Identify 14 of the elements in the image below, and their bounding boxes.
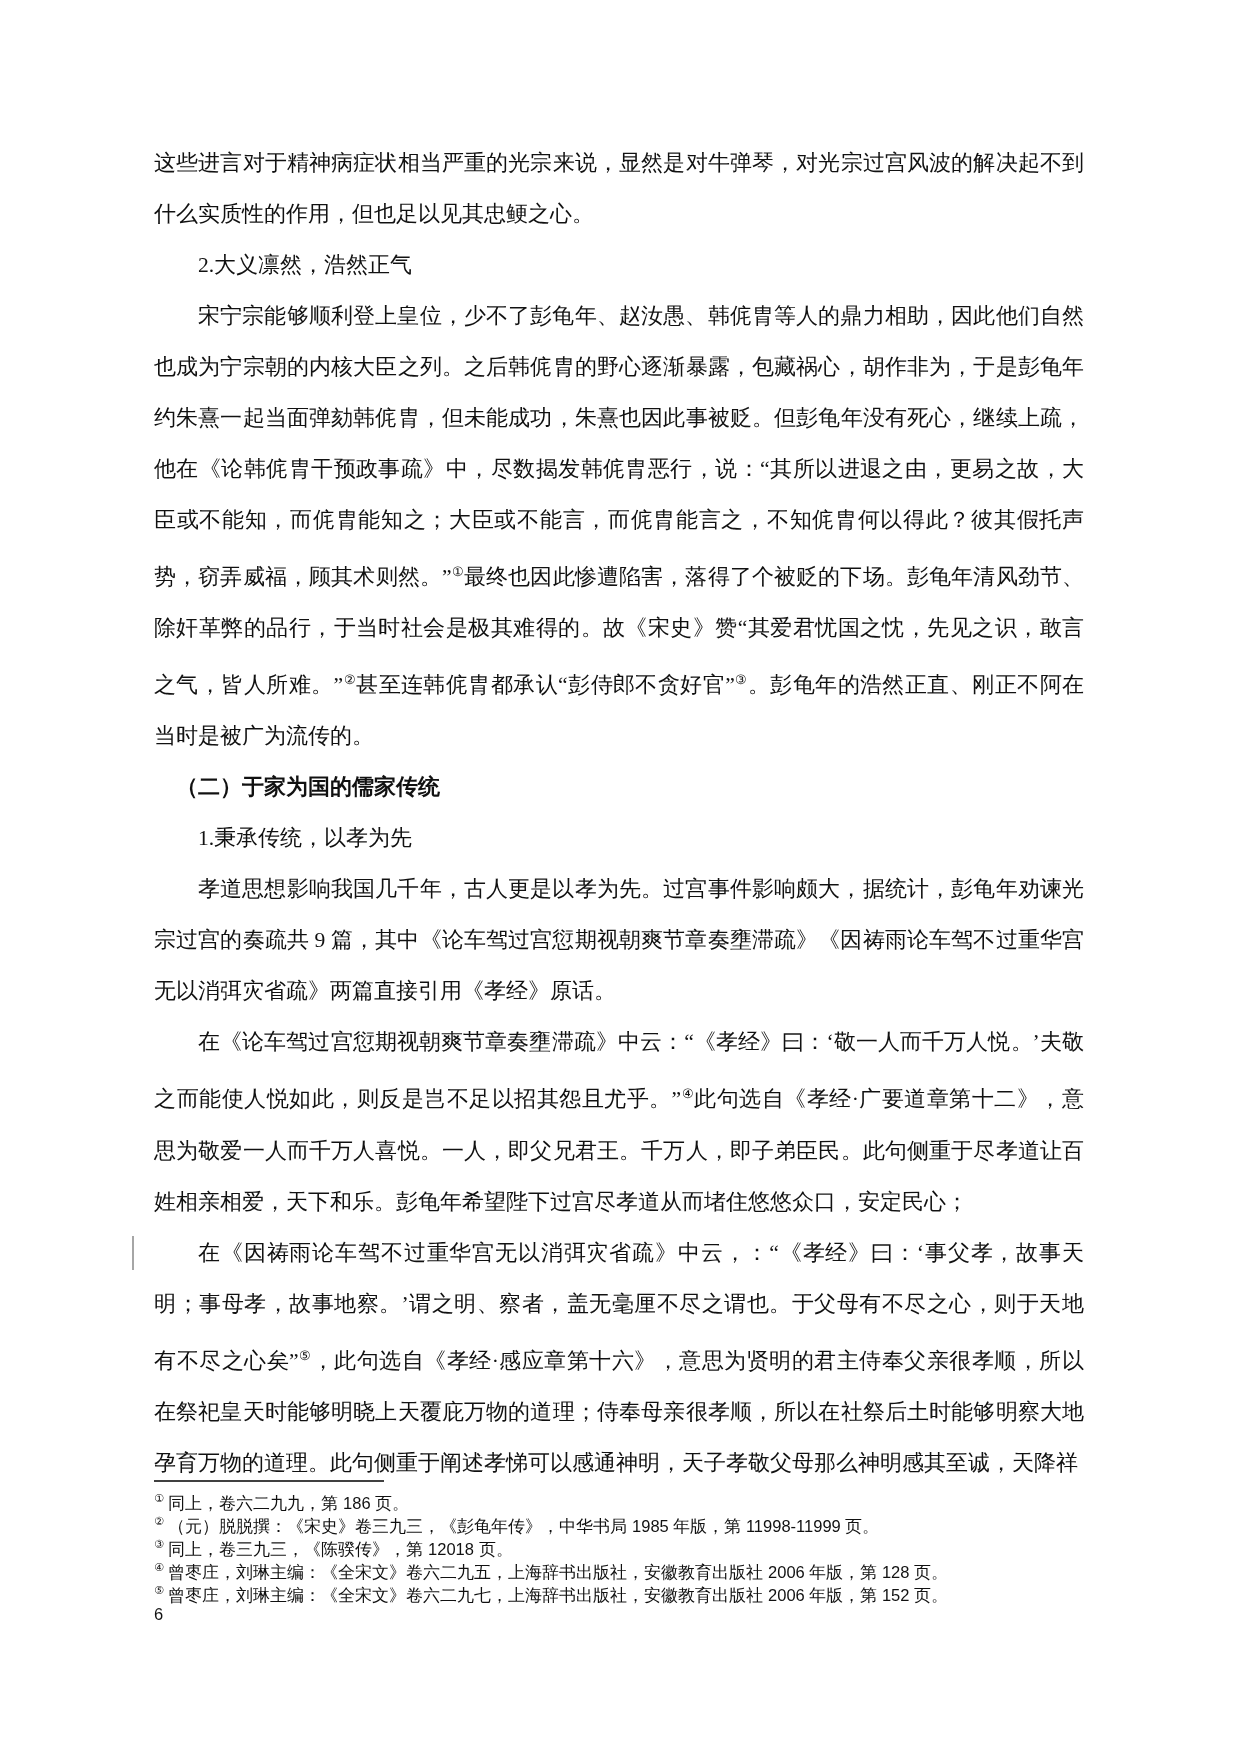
page-number: 6: [154, 1604, 164, 1625]
footnote: $^{⑤}$ 曾枣庄，刘琳主编：《全宋文》卷六二九七，上海辞书出版社，安徽教育出版社 2006 年版，第 152 页。: [154, 1583, 950, 1606]
subsection-heading: 2.大义凛然，浩然正气: [197, 252, 414, 279]
body-paragraph: 这些进言对于精神病症状相当严重的光宗来说，显然是对牛弹琴，对光宗过宫风波的解决起不到什么实质性的作用，但也足以见其忠鲠之心。: [154, 150, 1084, 228]
footnote: $^{①}$ 同上，卷六二九九，第 186 页。: [154, 1491, 411, 1514]
subsection-heading: 1.秉承传统，以孝为先: [197, 825, 414, 853]
footnote: $^{③}$ 同上，卷三九三，《陈骙传》，第 12018 页。: [154, 1537, 514, 1560]
body-paragraph: 在《因祷雨论车驾不过重华宫无以消弭灾省疏》中云，：“《孝经》曰：‘事父孝，故事天明；事母孝，故事地察。’谓之明、察者，盖无毫厘不尽之谓也。于父母有不尽之心，则于天地有不尽之心矣”$^{⑤}$，此句选自《孝经·感应章第十六》，意思为贤明的君主侍奉父亲很孝顺，所以在祭祀皇天时能够明晓上天覆庇万物的道理；侍奉母亲很孝顺，所以在社祭后土时能够明察大地孕育万物的道理。此句侧重于阐述孝悌可以感通神明，天子孝敬父母那么神明感其至诚，天降祥: [154, 1239, 1084, 1477]
footnote: $^{②}$ （元）脱脱撰：《宋史》卷三九三，《彭龟年传》，中华书局 1985 年版，第 11998-11999 页。: [154, 1514, 881, 1537]
section-heading: （二）于家为国的儒家传统: [175, 774, 441, 802]
body-paragraph: 宋宁宗能够顺利登上皇位，少不了彭龟年、赵汝愚、韩侂胄等人的鼎力相助，因此他们自然也成为宁宗朝的内核大臣之列。之后韩侂胄的野心逐渐暴露，包藏祸心，胡作非为，于是彭龟年约朱熹一起当面弹劾韩侂胄，但未能成功，朱熹也因此事被贬。但彭龟年没有死心，继续上疏，他在《论韩侂胄干预政事疏》中，尽数揭发韩侂胄恶行，说：“其所以进退之由，更易之故，大臣或不能知，而侂胄能知之；大臣或不能言，而侂胄能言之，不知侂胄何以得此？彼其假托声势，窃弄威福，顾其术则然。”$^{①}$最终也因此惨遭陷害，落得了个被贬的下场。彭龟年清风劲节、除奸革弊的品行，于当时社会是极其难得的。故《宋史》赞“其爱君忧国之忱，先见之识，敢言之气，皆人所难。”$^{②}$甚至连韩侂胄都承认“彭侍郎不贪好官”$^{③}$。彭龟年的浩然正直、刚正不阿在当时是被广为流传的。: [154, 303, 1084, 751]
body-paragraph: 孝道思想影响我国几千年，古人更是以孝为先。过宫事件影响颇大，据统计，彭龟年劝谏光宗过宫的奏疏共 9 篇，其中《论车驾过宫愆期视朝爽节章奏壅滞疏》《因祷雨论车驾不过重华宫无以消弭灾省疏》两篇直接引用《孝经》原话。: [154, 876, 1084, 1006]
body-paragraph: 在《论车驾过宫愆期视朝爽节章奏壅滞疏》中云：“《孝经》曰：‘敬一人而千万人悦。’夫敬之而能使人悦如此，则反是岂不足以招其怨且尤乎。”$^{④}$此句选自《孝经·广要道章第十二》，意思为敬爱一人而千万人喜悦。一人，即父兄君王。千万人，即子弟臣民。此句侧重于尽孝道让百姓相亲相爱，天下和乐。彭龟年希望陛下过宫尽孝道从而堵住悠悠众口，安定民心；: [154, 1029, 1084, 1216]
footnote: $^{④}$ 曾枣庄，刘琳主编：《全宋文》卷六二九五，上海辞书出版社，安徽教育出版社 2006 年版，第 128 页。: [154, 1560, 950, 1583]
